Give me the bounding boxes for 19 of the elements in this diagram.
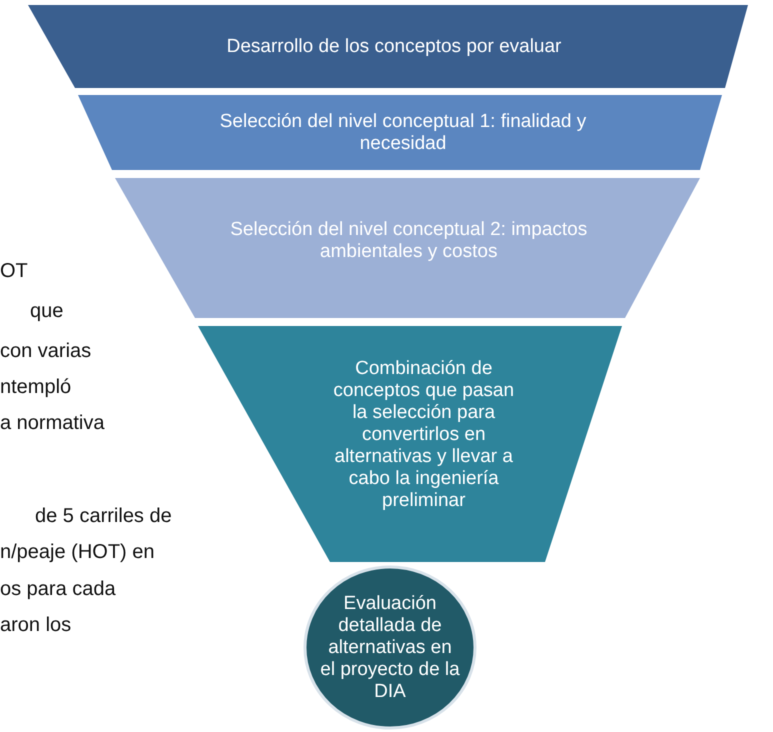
text-fragment: a normativa [0, 412, 104, 434]
text-fragment: de 5 carriles de [35, 505, 172, 527]
stage-text: Evaluación detallada de alternativas en el proyecto de la DIA [320, 592, 460, 702]
funnel-band [198, 326, 622, 562]
funnel-tip-ellipse [303, 565, 477, 730]
stage-text: Desarrollo de los conceptos por evaluar [226, 36, 562, 58]
text-fragment: aron los [0, 614, 72, 636]
stage-text: Selección del nivel conceptual 2: impactos ambientales y costos [229, 219, 588, 263]
funnel-band [115, 178, 700, 318]
text-fragment: ntempló [0, 376, 72, 398]
funnel-band [28, 5, 748, 88]
text-fragment: OT [0, 260, 28, 282]
stage-text: Selección del nivel conceptual 1: finalidad y necesidad [218, 110, 588, 154]
stage-text: Combinación de conceptos que pasan la selección para convertirlos en alternativas y llevar a cabo la ingeniería preliminar [332, 358, 516, 512]
text-fragment: con varias [0, 340, 92, 362]
text-fragment: que [30, 300, 64, 322]
funnel-band [78, 95, 722, 170]
text-fragment: n/peaje (HOT) en [0, 541, 155, 563]
text-fragment: os para cada [0, 578, 116, 600]
